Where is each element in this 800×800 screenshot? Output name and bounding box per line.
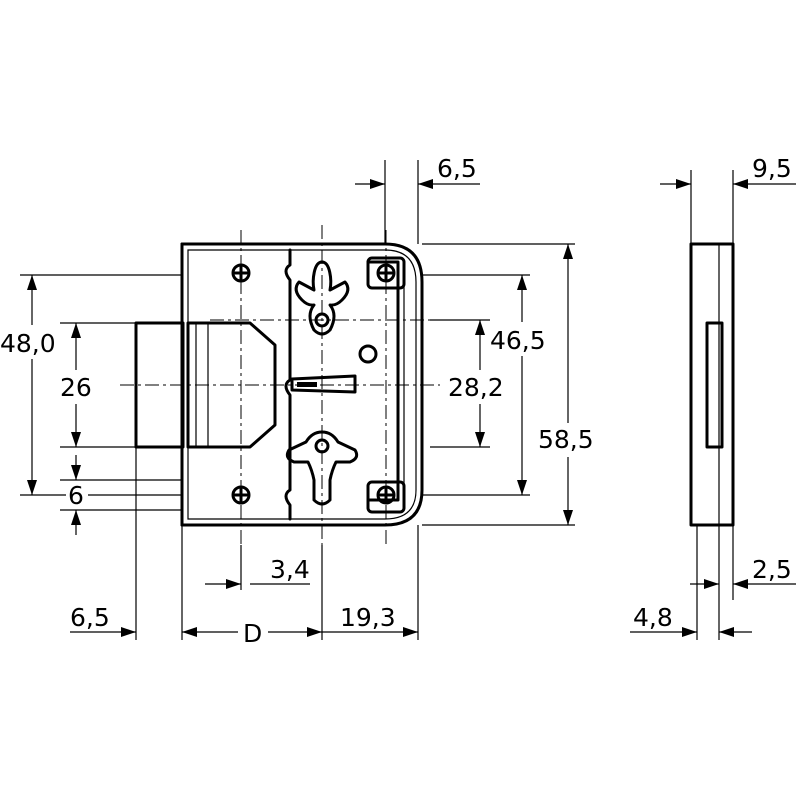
upper-keyhole — [294, 260, 350, 336]
dim-backset: D — [243, 619, 262, 648]
dim-bolt-height: 26 — [60, 373, 92, 402]
dim-bottom-offset: 6 — [68, 481, 84, 510]
side-dimensions: 9,5 2,5 4,8 — [630, 154, 796, 640]
dim-key-spacing: 46,5 — [490, 326, 546, 355]
front-dimensions: 6,5 48,0 26 6 46,5 28,2 — [0, 154, 600, 648]
side-bracket — [366, 260, 400, 502]
dim-height-outer: 48,0 — [0, 329, 56, 358]
dim-total-height: 58,5 — [538, 425, 594, 454]
dim-bolt-projection: 6,5 — [70, 603, 110, 632]
dim-screw-offset: 3,4 — [270, 555, 310, 584]
side-view — [689, 242, 735, 527]
dim-top-width: 9,5 — [752, 154, 792, 183]
bolt-slot — [705, 321, 724, 449]
dim-depth: 4,8 — [633, 603, 673, 632]
dim-top-offset: 6,5 — [437, 154, 477, 183]
mechanism-plate — [284, 248, 292, 521]
side-profile — [689, 242, 735, 527]
dim-plate: 2,5 — [752, 555, 792, 584]
front-view — [120, 225, 440, 545]
case-inner-wall — [187, 249, 417, 520]
dim-hole-spacing: 28,2 — [448, 373, 504, 402]
bolt-body — [186, 321, 277, 449]
dim-case-width: 19,3 — [340, 603, 396, 632]
pin-hole — [358, 344, 378, 364]
lever — [290, 374, 357, 394]
case-outline — [180, 242, 424, 527]
